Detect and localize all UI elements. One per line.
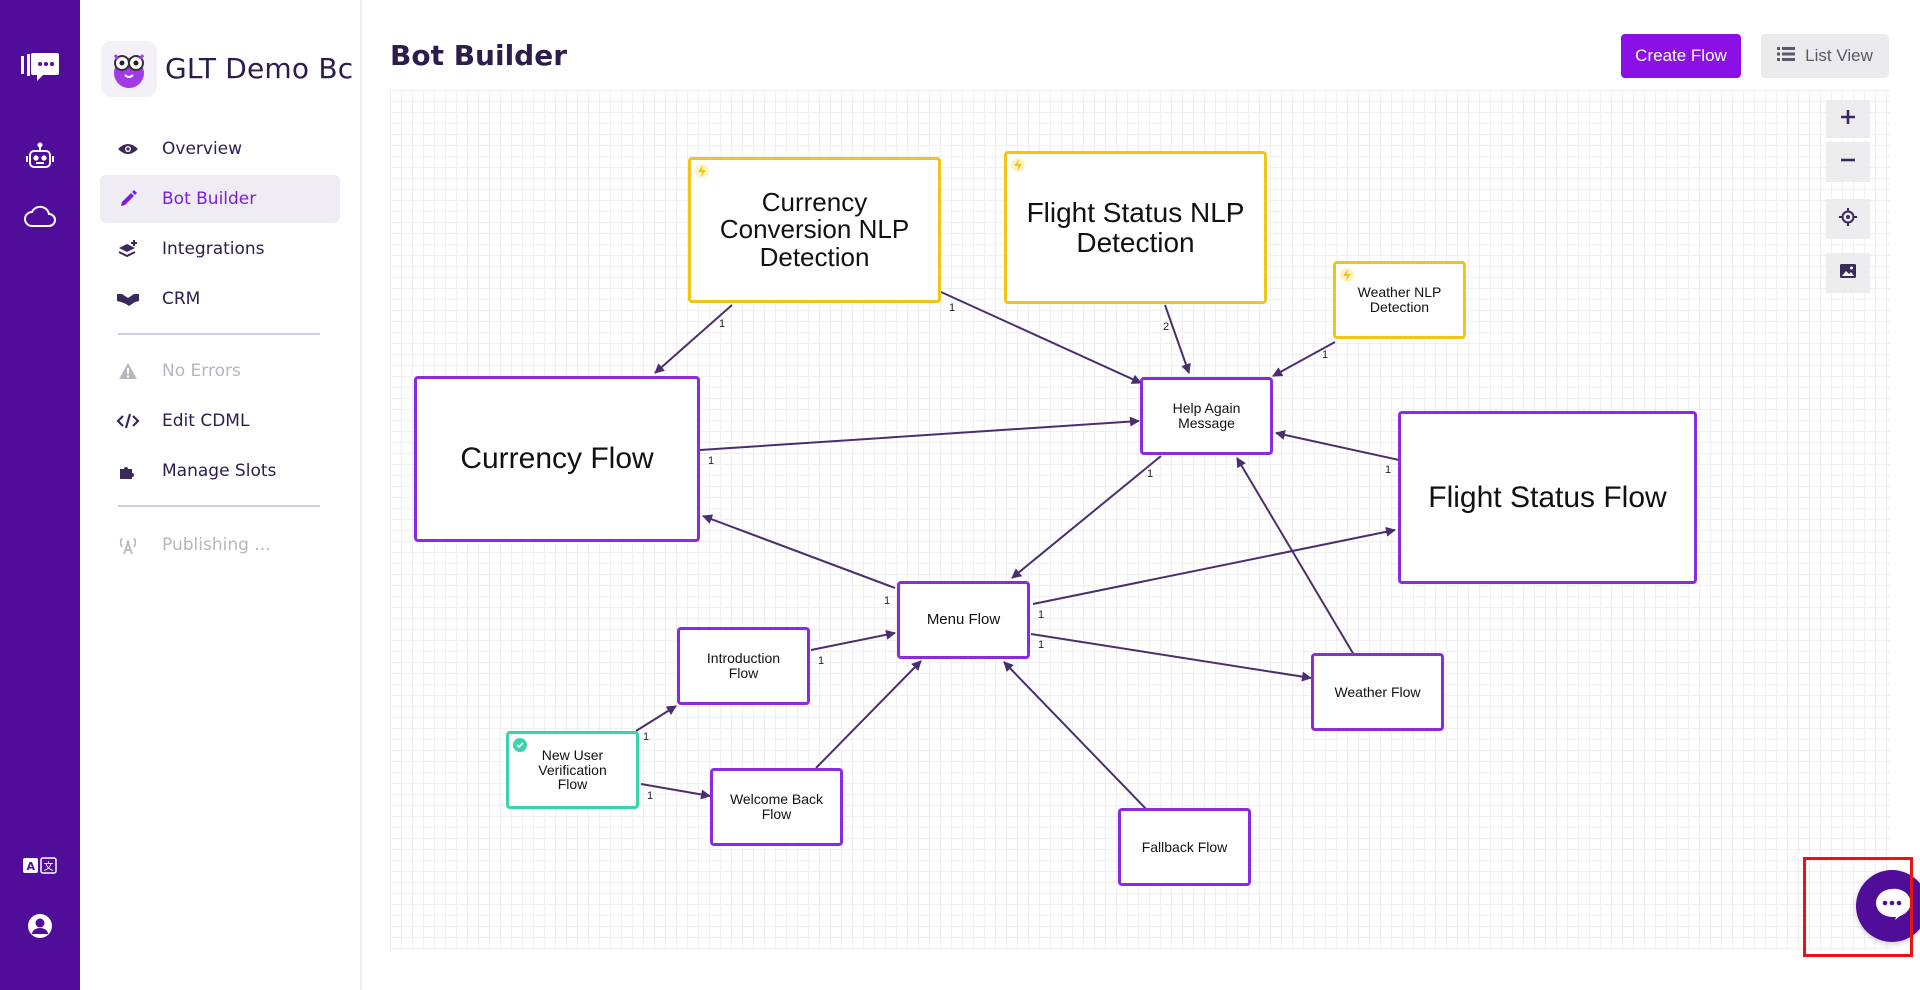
node-weather-nlp[interactable]: Weather NLP Detection bbox=[1333, 261, 1466, 339]
node-label: New User Verification Flow bbox=[538, 746, 607, 793]
logo-icon[interactable] bbox=[20, 48, 60, 88]
node-flight-flow[interactable]: Flight Status Flow bbox=[1398, 411, 1697, 584]
broadcast-icon bbox=[116, 533, 140, 557]
nav-crm[interactable]: CRM bbox=[100, 275, 340, 323]
node-menu-flow[interactable]: Menu Flow bbox=[897, 581, 1030, 659]
node-label: Help Again Message bbox=[1172, 400, 1241, 431]
plus-icon bbox=[1839, 108, 1857, 130]
list-icon bbox=[1777, 46, 1796, 66]
recenter-button[interactable] bbox=[1826, 199, 1870, 239]
node-label: Fallback Flow bbox=[1141, 838, 1228, 855]
nav-edit-cdml[interactable]: Edit CDML bbox=[100, 397, 340, 445]
node-weather-flow[interactable]: Weather Flow bbox=[1311, 653, 1444, 731]
export-image-button[interactable] bbox=[1826, 253, 1870, 293]
nav-label: Edit CDML bbox=[162, 411, 250, 431]
node-label: Weather NLP Detection bbox=[1357, 284, 1442, 315]
nav-label: No Errors bbox=[162, 361, 241, 381]
lightning-icon bbox=[695, 164, 709, 178]
sidebar: GLT Demo Bc Overview Bot Builder Integra… bbox=[80, 0, 362, 990]
node-label: Currency Flow bbox=[460, 442, 654, 476]
node-intro-flow[interactable]: Introduction Flow bbox=[677, 627, 810, 705]
nav-label: Bot Builder bbox=[162, 189, 257, 209]
handshake-icon bbox=[116, 287, 140, 311]
nav-label: Manage Slots bbox=[162, 461, 277, 481]
nav-label: Overview bbox=[162, 139, 243, 159]
translate-icon[interactable]: A 文 bbox=[20, 846, 60, 886]
user-account-icon[interactable] bbox=[20, 906, 60, 946]
zoom-out-button[interactable] bbox=[1826, 142, 1870, 182]
node-currency-flow[interactable]: Currency Flow bbox=[414, 376, 700, 542]
nav-publishing: Publishing ... bbox=[100, 521, 340, 569]
node-new-user[interactable]: New User Verification Flow bbox=[506, 731, 639, 809]
nav-divider bbox=[118, 505, 320, 507]
node-flight-nlp[interactable]: Flight Status NLP Detection bbox=[1004, 151, 1267, 304]
nav-label: CRM bbox=[162, 289, 201, 309]
bot-avatar bbox=[101, 41, 157, 97]
image-icon bbox=[1839, 263, 1857, 283]
lightning-icon bbox=[1011, 158, 1025, 172]
node-label: Menu Flow bbox=[926, 611, 1001, 629]
chat-launcher-button[interactable] bbox=[1856, 870, 1920, 942]
minus-icon bbox=[1839, 151, 1857, 173]
nav-no-errors: No Errors bbox=[100, 347, 340, 395]
list-view-button[interactable]: List View bbox=[1761, 34, 1889, 78]
node-currency-nlp[interactable]: Currency Conversion NLP Detection bbox=[688, 157, 941, 303]
warning-icon bbox=[116, 359, 140, 383]
cloud-icon[interactable] bbox=[20, 196, 60, 236]
app-rail: A 文 bbox=[0, 0, 80, 990]
pencil-icon bbox=[116, 187, 140, 211]
puzzle-icon bbox=[116, 459, 140, 483]
node-label: Flight Status Flow bbox=[1428, 480, 1667, 514]
zoom-in-button[interactable] bbox=[1826, 100, 1870, 140]
nav-manage-slots[interactable]: Manage Slots bbox=[100, 447, 340, 495]
bot-name: GLT Demo Bc bbox=[165, 52, 354, 85]
nav-integrations[interactable]: Integrations bbox=[100, 225, 340, 273]
node-fallback-flow[interactable]: Fallback Flow bbox=[1118, 808, 1251, 886]
crosshair-icon bbox=[1839, 208, 1857, 230]
nav-label: Publishing ... bbox=[162, 535, 271, 555]
svg-text:文: 文 bbox=[44, 860, 54, 873]
lightning-icon bbox=[1340, 268, 1354, 282]
check-icon bbox=[513, 738, 527, 752]
nav-overview[interactable]: Overview bbox=[100, 125, 340, 173]
nav-label: Integrations bbox=[162, 239, 265, 259]
nav-bot-builder[interactable]: Bot Builder bbox=[100, 175, 340, 223]
code-icon bbox=[116, 409, 140, 433]
nav-divider bbox=[118, 333, 320, 335]
list-view-label: List View bbox=[1805, 46, 1873, 65]
node-help-again[interactable]: Help Again Message bbox=[1140, 377, 1273, 455]
node-label: Welcome Back Flow bbox=[729, 791, 824, 822]
page-title: Bot Builder bbox=[390, 39, 568, 72]
node-label: Introduction Flow bbox=[706, 650, 781, 681]
node-welcome-back[interactable]: Welcome Back Flow bbox=[710, 768, 843, 846]
create-flow-button[interactable]: Create Flow bbox=[1621, 34, 1741, 78]
chat-bubble-icon bbox=[1874, 887, 1911, 925]
layers-plus-icon bbox=[116, 237, 140, 261]
eye-icon bbox=[116, 137, 140, 161]
node-label: Currency Conversion NLP Detection bbox=[719, 187, 910, 272]
node-label: Flight Status NLP Detection bbox=[1026, 197, 1245, 258]
node-label: Weather Flow bbox=[1334, 683, 1421, 700]
robot-icon[interactable] bbox=[20, 137, 60, 177]
svg-text:A: A bbox=[27, 860, 36, 873]
